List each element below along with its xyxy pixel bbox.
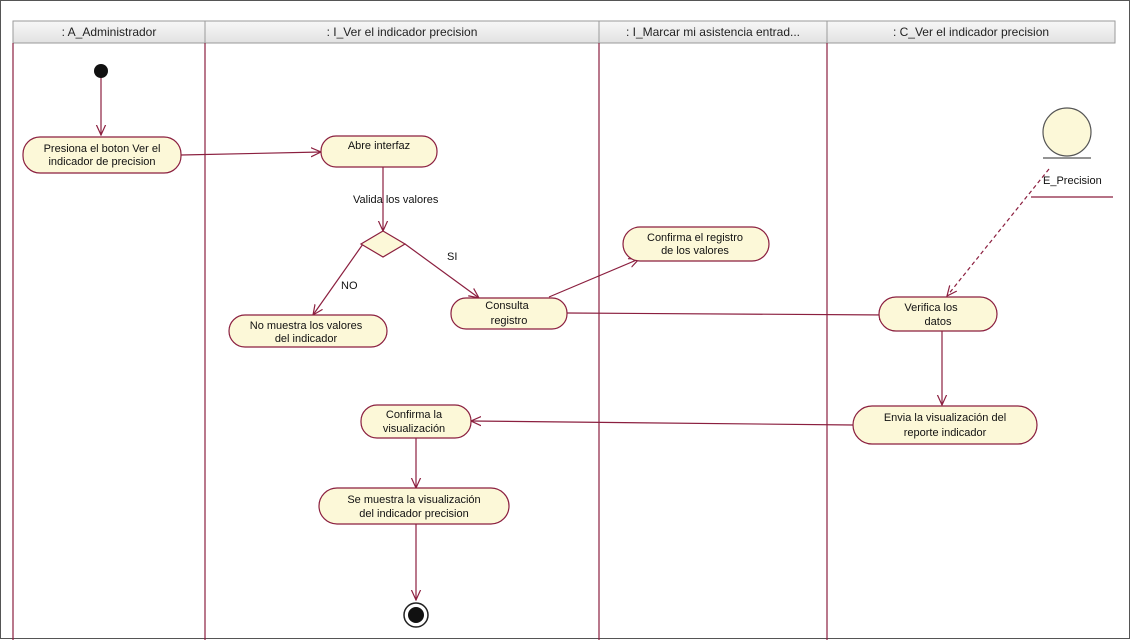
activity-envia-line-1: Envia la visualización del <box>884 412 1006 424</box>
activity-no-muestra-line-1: No muestra los valores <box>250 320 363 332</box>
activity-verifica-line-1: Verifica los <box>904 302 958 314</box>
activity-se-muestra-line-1: Se muestra la visualización <box>347 494 480 506</box>
final-node <box>403 602 429 628</box>
activity-verifica-line-2: datos <box>925 316 952 328</box>
flow-envia-to-confirma-vis <box>471 421 854 425</box>
activity-confirma-registro: Confirma el registro de los valores <box>622 226 770 262</box>
entity-icon <box>1042 107 1092 159</box>
activity-no-muestra-line-2: del indicador <box>275 333 338 345</box>
swimlane-header-controlador: : C_Ver el indicador precision <box>893 25 1049 39</box>
flow-presiona-to-abre <box>180 152 321 155</box>
guard-si: SI <box>447 251 457 263</box>
swimlane-header-marcar-asistencia: : I_Marcar mi asistencia entrad... <box>626 25 800 39</box>
flow-consulta-to-verifica <box>566 313 889 315</box>
activity-confirma-vis-line-1: Confirma la <box>386 409 443 421</box>
swimlane-header-ver-indicador: : I_Ver el indicador precision <box>327 25 478 39</box>
activity-verifica-datos: Verifica los datos <box>878 296 998 332</box>
swimlane-headers: : A_Administrador : I_Ver el indicador p… <box>12 20 1116 44</box>
activity-no-muestra: No muestra los valores del indicador <box>228 314 388 348</box>
activity-consulta-registro: Consulta registro <box>450 297 568 330</box>
decision-node <box>359 230 407 258</box>
swimlane-header-administrador: : A_Administrador <box>62 25 157 39</box>
activity-consulta-line-1: Consulta <box>485 300 529 312</box>
activity-se-muestra: Se muestra la visualización del indicado… <box>318 487 510 525</box>
activity-envia-line-2: reporte indicador <box>904 427 987 439</box>
activity-confirma-registro-line-1: Confirma el registro <box>647 232 743 244</box>
activity-abre-interfaz: Abre interfaz <box>320 135 438 168</box>
initial-node <box>94 64 108 78</box>
activity-presiona-boton: Presiona el boton Ver el indicador de pr… <box>22 136 182 174</box>
activity-abre-line-1: Abre interfaz <box>348 140 410 152</box>
activity-presiona-line-2: indicador de precision <box>48 156 155 168</box>
guard-valida-valores: Valida los valores <box>353 194 439 206</box>
swimlane-separators <box>12 43 828 640</box>
flow-decision-to-no-muestra <box>313 243 364 315</box>
activity-confirma-visualizacion: Confirma la visualización <box>360 404 472 439</box>
entity-dependency-line <box>947 168 1050 296</box>
activity-confirma-vis-line-2: visualización <box>383 423 445 435</box>
entity-label: E_Precision <box>1043 175 1102 187</box>
activity-consulta-line-2: registro <box>491 315 528 327</box>
activity-envia-visualizacion: Envia la visualización del reporte indic… <box>852 405 1038 445</box>
activity-presiona-line-1: Presiona el boton Ver el <box>44 143 161 155</box>
activity-se-muestra-line-2: del indicador precision <box>359 508 468 520</box>
flow-decision-to-consulta <box>404 243 479 298</box>
guard-no: NO <box>341 280 358 292</box>
control-flows <box>101 77 1050 600</box>
flow-consulta-to-confirma-registro <box>548 259 639 298</box>
activity-confirma-registro-line-2: de los valores <box>661 245 729 257</box>
